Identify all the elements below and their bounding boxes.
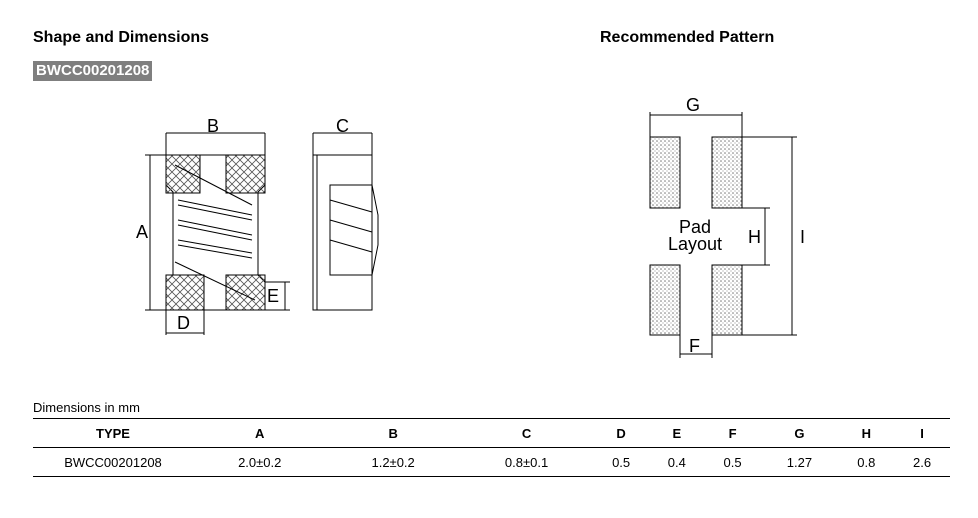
col-e: E xyxy=(672,425,682,441)
col-h: H xyxy=(861,425,871,441)
col-f: F xyxy=(728,425,737,441)
pad-top-right xyxy=(711,136,743,209)
pad-layout xyxy=(649,112,797,358)
component-front-view xyxy=(145,132,290,335)
cell: 0.4 xyxy=(667,454,686,470)
col-type: TYPE xyxy=(96,425,130,441)
cell: 0.8 xyxy=(857,454,876,470)
col-i: I xyxy=(920,425,924,441)
cell: 1.2±0.2 xyxy=(371,454,415,470)
label-a: A xyxy=(136,222,148,242)
drawings: B A D E C G I H F Pad Layout xyxy=(136,95,805,358)
col-g: G xyxy=(794,425,805,441)
cell: 2.6 xyxy=(913,454,932,470)
cell: 2.0±0.2 xyxy=(238,454,282,470)
pad-text-2: Layout xyxy=(668,234,722,254)
section-title-pattern: Recommended Pattern xyxy=(600,29,775,46)
table-row: BWCC00201208 2.0±0.2 1.2±0.2 0.8±0.1 0.5… xyxy=(33,448,950,477)
table-header-row: TYPE A B C D E F G H I xyxy=(33,418,950,448)
cell: 0.5 xyxy=(612,454,631,470)
pad-bottom-right xyxy=(711,264,743,336)
col-d: D xyxy=(616,425,626,441)
label-h: H xyxy=(748,227,761,247)
component-side-view xyxy=(312,132,379,311)
label-e: E xyxy=(267,286,279,306)
part-number-badge: BWCC00201208 xyxy=(33,61,153,81)
col-b: B xyxy=(388,425,398,441)
col-c: C xyxy=(521,425,532,441)
cell: 0.8±0.1 xyxy=(504,454,549,470)
label-i: I xyxy=(800,227,805,247)
cell: 1.27 xyxy=(786,454,813,470)
section-title-shape: Shape and Dimensions xyxy=(33,29,210,46)
table-caption: Dimensions in mm xyxy=(33,400,140,415)
dimensions-table: TYPE A B C D E F G H I BWCC00201208 2.0±… xyxy=(33,418,950,477)
cell: 0.5 xyxy=(723,454,742,470)
pad-bottom-left xyxy=(649,264,681,336)
label-f: F xyxy=(689,336,700,356)
label-d: D xyxy=(177,313,190,333)
label-b: B xyxy=(207,116,219,136)
label-c: C xyxy=(336,116,349,136)
pad-text-1: Pad xyxy=(679,217,711,237)
cell: BWCC00201208 xyxy=(64,454,162,470)
col-a: A xyxy=(255,425,265,441)
pad-top-left xyxy=(649,136,681,209)
label-g: G xyxy=(686,95,700,115)
